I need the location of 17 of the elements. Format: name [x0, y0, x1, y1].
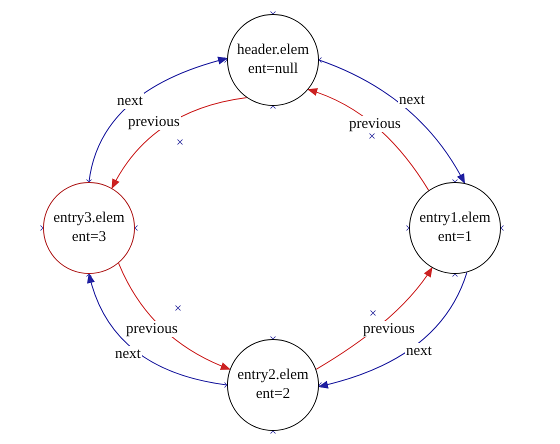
edge-label: previous — [362, 321, 416, 337]
arrow — [87, 273, 228, 386]
node-text: entry3.elem — [53, 209, 125, 228]
arrow — [318, 60, 466, 184]
edge-label: previous — [127, 114, 181, 130]
node-text: ent=3 — [72, 228, 106, 247]
edge-label: previous — [125, 321, 179, 337]
node-text: ent=2 — [256, 385, 290, 404]
node-text: ent=null — [248, 60, 298, 79]
edge-label: previous — [348, 116, 402, 132]
arrow — [318, 272, 468, 388]
node-text: entry2.elem — [237, 366, 309, 385]
edge-label: next — [116, 93, 144, 109]
arrow — [88, 56, 228, 182]
node-text: header.elem — [236, 41, 310, 60]
node-text: entry1.elem — [419, 209, 491, 228]
node-text: ent=1 — [438, 228, 472, 247]
